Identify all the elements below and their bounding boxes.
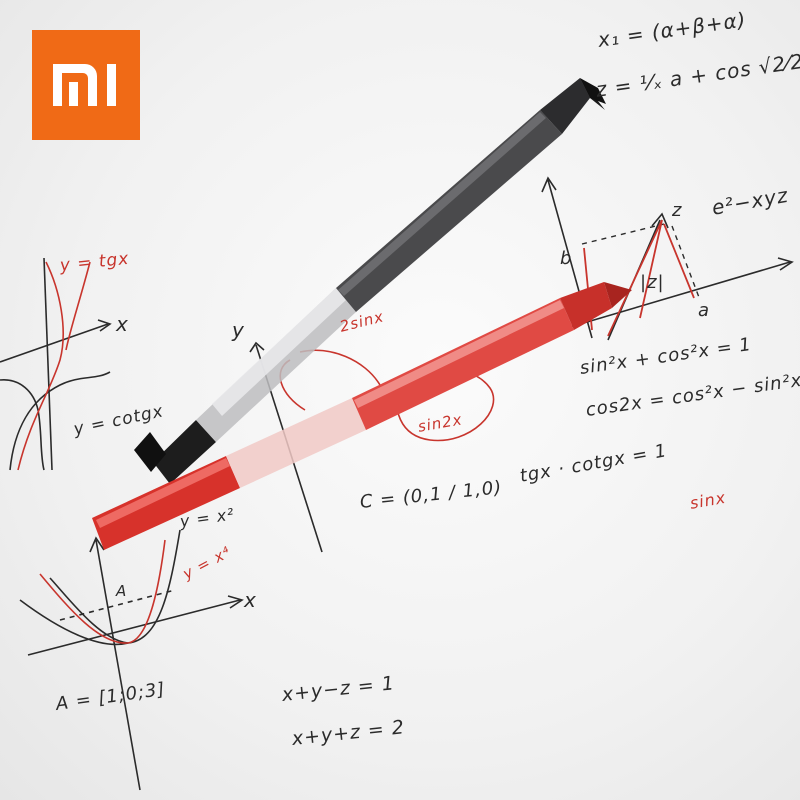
axis-b-label: b: [560, 248, 573, 269]
parabola-red-curve: [39, 539, 166, 644]
xiaomi-logo: [32, 30, 140, 140]
abs-z-label: |z|: [640, 272, 665, 293]
tangent-red-curve: [17, 261, 91, 471]
mid-axis-y-label: y: [232, 318, 245, 342]
xiaomi-mi-logo-icon: [53, 64, 116, 106]
axis-z-label: z: [672, 200, 683, 221]
black-gel-pen: [134, 78, 606, 484]
left-axis-x-label: x: [116, 312, 129, 336]
axis-a-label: a: [698, 300, 711, 321]
tangent-graph: [0, 257, 112, 471]
bottom-axis-x-label: x: [244, 588, 257, 612]
red-gel-pen: [92, 282, 632, 550]
point-a-label: A: [116, 582, 128, 600]
